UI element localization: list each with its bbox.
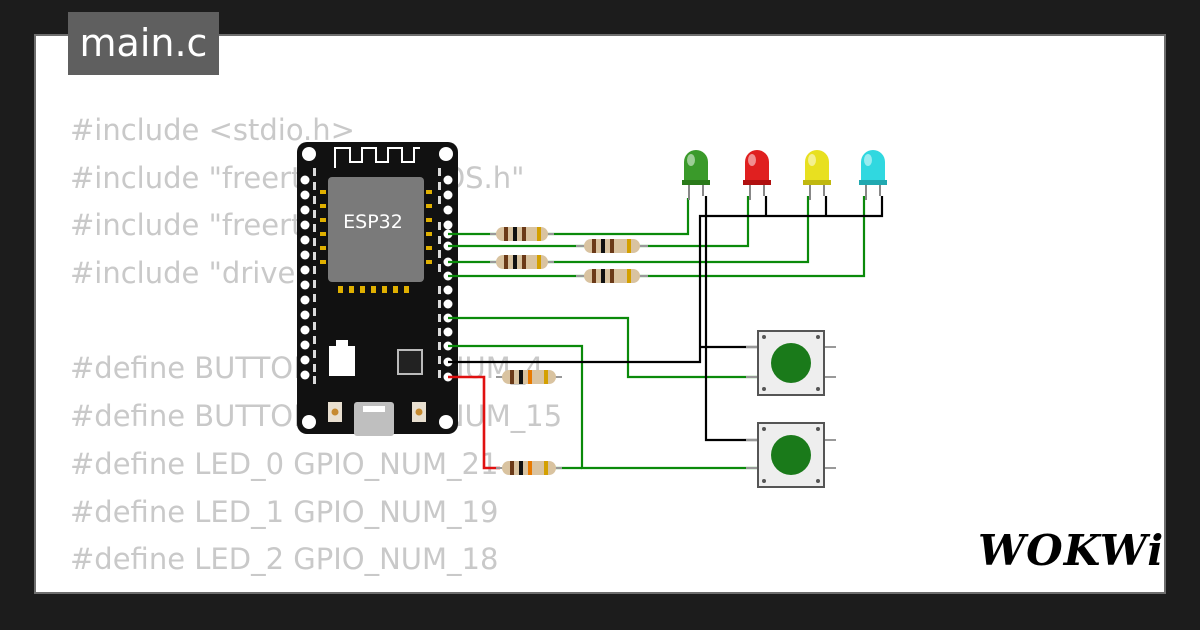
led-red-icon[interactable] — [743, 150, 771, 200]
power-wire — [448, 375, 500, 470]
esp32-board[interactable]: ESP32 — [297, 142, 458, 436]
code-line: #include <stdio.h> — [70, 113, 355, 147]
resistor-icon[interactable] — [576, 269, 648, 283]
resistor-icon[interactable] — [496, 370, 562, 384]
file-tab[interactable]: main.c — [68, 12, 219, 75]
code-line: #define LED_0 GPIO_NUM_21 — [70, 446, 499, 481]
led-yellow-icon[interactable] — [803, 150, 831, 200]
pushbutton-icon[interactable] — [746, 330, 836, 396]
code-editor: #include <stdio.h> #include "freertos/Fr… — [70, 106, 563, 592]
code-line: #define LED_1 GPIO_NUM_19 — [70, 494, 499, 529]
esp32-module — [328, 177, 424, 282]
resistor-icon[interactable] — [496, 461, 562, 475]
regulator-icon — [329, 346, 355, 376]
code-line: #define LED_3 GPIO_NUM_5 — [70, 583, 562, 592]
led-cyan-icon[interactable] — [859, 150, 887, 200]
resistor-icon[interactable] — [490, 227, 554, 241]
code-line: #define BUTTON_1 GPIO_NUM_15 — [70, 399, 563, 434]
canvas-panel: #include <stdio.h> #include "freertos/Fr… — [34, 34, 1166, 594]
led-green-icon[interactable] — [682, 150, 710, 200]
code-line: #define LED_2 GPIO_NUM_18 — [70, 542, 499, 577]
usb-chip-icon — [397, 349, 423, 375]
chip-label: ESP32 — [343, 211, 403, 233]
resistor-icon[interactable] — [576, 239, 648, 253]
resistor-icon[interactable] — [490, 255, 554, 269]
wokwi-logo: WOKWi — [978, 526, 1165, 575]
pushbutton-icon[interactable] — [746, 422, 836, 488]
